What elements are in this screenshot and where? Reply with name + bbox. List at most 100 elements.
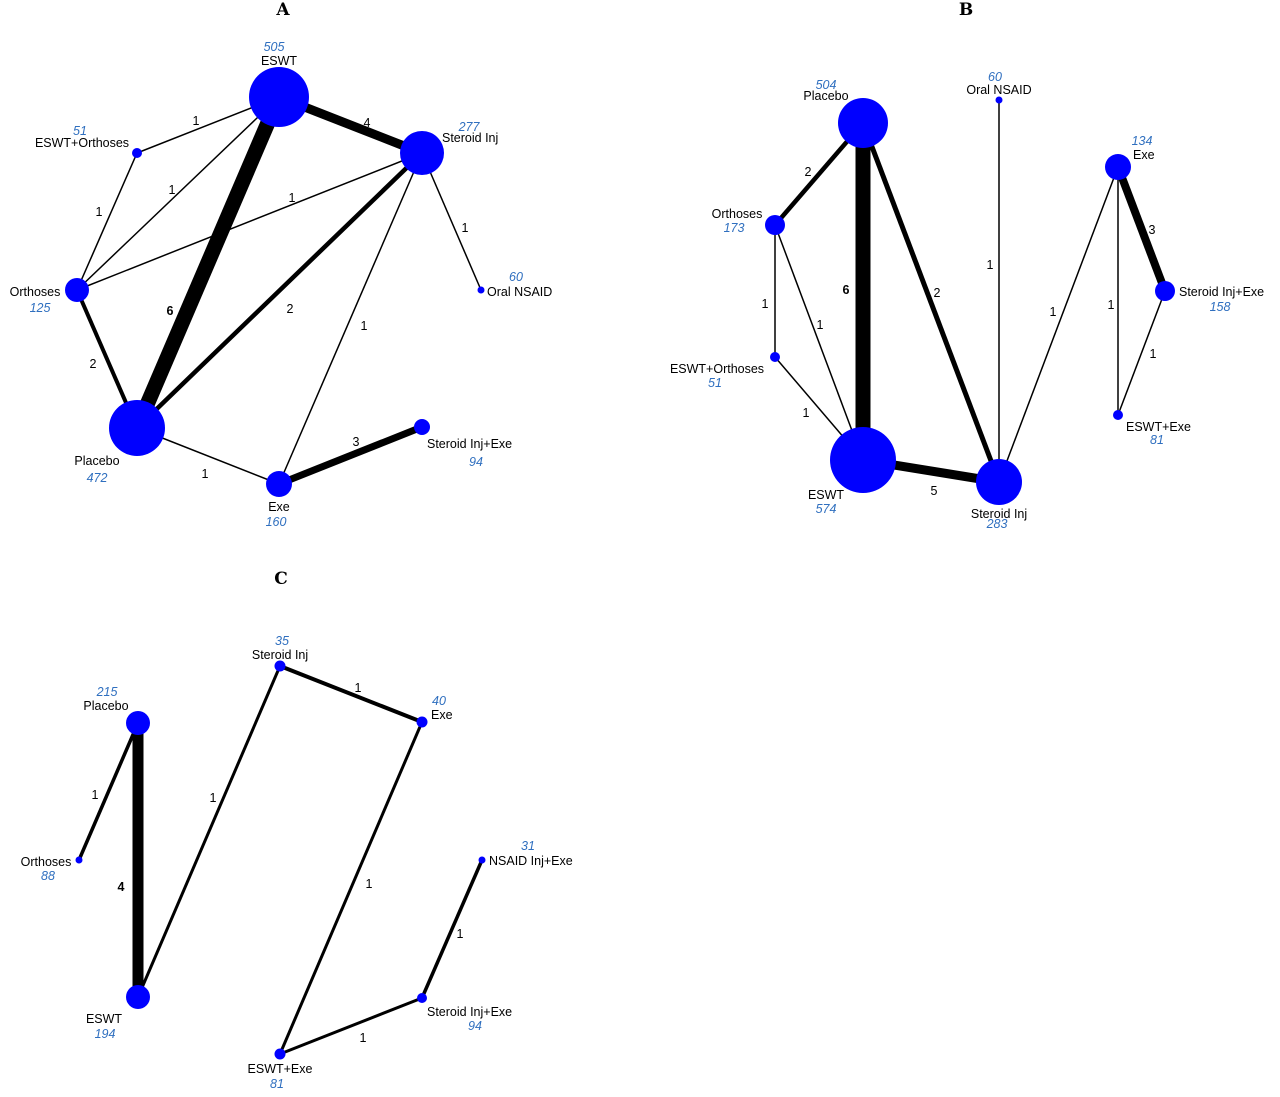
node-name-b-steroidinj: Steroid Inj [971,507,1027,521]
node-name-a-eswtorthoses: ESWT+Orthoses [35,136,129,150]
node-count-b-eswtexe: 81 [1150,433,1164,447]
edge-label-b-oralnsaid-steroidinj: 1 [987,258,994,272]
edge-a-eswt-orthoses [76,96,280,291]
node-a-oralnsaid [477,286,485,294]
edge-label-c-steroidinj-exe: 1 [355,681,362,695]
node-a-steroidinj [400,131,444,175]
edge-label-b-eswt-steroidinj: 5 [931,484,938,498]
node-count-b-steroidinjexe: 158 [1210,300,1231,314]
edge-label-a-exe-steroidinjexe: 3 [353,435,360,449]
node-c-eswt [126,985,150,1009]
node-c-steroidinj [274,660,286,672]
node-b-eswtorthoses [770,352,780,362]
node-count-c-eswt: 194 [95,1027,116,1041]
node-name-a-exe: Exe [268,500,290,514]
node-c-placebo [126,711,150,735]
node-count-a-steroidinjexe: 94 [469,455,483,469]
edge-b-exe-steroidinj [998,166,1119,483]
edge-label-a-steroidinj-oralnsaid: 1 [462,221,469,235]
node-c-orthoses [75,856,83,864]
node-a-placebo [109,400,165,456]
node-a-exe [266,471,292,497]
panel-label-b: B [959,0,973,20]
edge-label-b-placebo-orthoses: 2 [805,165,812,179]
node-count-a-placebo: 472 [87,471,108,485]
panel-label-c: C [274,569,288,589]
node-name-b-exe: Exe [1133,148,1155,162]
edge-a-steroidinj-exe [278,152,423,485]
node-count-c-steroidinj: 35 [275,634,289,648]
node-count-b-placebo: 504 [816,78,837,92]
node-c-eswtexe [274,1048,286,1060]
node-name-b-eswtorthoses: ESWT+Orthoses [670,362,764,376]
node-name-b-eswt: ESWT [808,488,844,502]
node-name-c-eswtexe: ESWT+Exe [248,1062,313,1076]
node-name-c-steroidinj: Steroid Inj [252,648,308,662]
edges-layer [75,92,1169,1056]
edge-label-c-placebo-eswt: 4 [118,880,125,894]
edge-b-exe-steroidinjexe [1114,165,1169,293]
node-name-c-steroidinjexe: Steroid Inj+Exe [427,1005,512,1019]
edge-label-a-eswt-steroidinj: 4 [364,116,371,130]
edge-label-c-exe-eswtexe: 1 [366,877,373,891]
edge-c-steroidinj-exe [279,664,423,724]
node-a-eswt [249,67,309,127]
node-c-steroidinjexe [417,993,427,1003]
node-a-steroidinjexe [414,419,430,435]
node-name-a-orthoses: Orthoses [10,285,61,299]
edge-label-a-steroidinj-placebo: 2 [287,302,294,316]
node-b-steroidinj [976,459,1022,505]
edge-label-b-orthoses-eswt: 1 [817,318,824,332]
edge-b-orthoses-eswt [774,224,864,461]
edge-c-steroidinj-eswt [136,665,282,998]
edge-a-steroidinj-oralnsaid [421,152,482,291]
edge-label-a-orthoses-steroidinj: 1 [289,191,296,205]
edge-a-steroidinj-placebo [135,151,424,430]
edge-label-b-exe-steroidinj: 1 [1050,305,1057,319]
node-a-eswtorthoses [132,148,142,158]
node-count-c-steroidinjexe: 94 [468,1019,482,1033]
node-name-b-eswtexe: ESWT+Exe [1126,420,1191,434]
node-b-eswtexe [1113,410,1123,420]
node-name-c-orthoses: Orthoses [21,855,72,869]
node-name-a-placebo: Placebo [74,454,119,468]
edge-c-steroidinjexe-eswtexe [279,996,423,1056]
node-count-a-exe: 160 [266,515,287,529]
edge-label-a-placebo-exe: 1 [202,467,209,481]
node-c-nsaidinjexe [478,856,486,864]
node-count-b-eswtorthoses: 51 [708,376,722,390]
edge-a-eswt-placebo [130,94,286,431]
node-name-b-orthoses: Orthoses [712,207,763,221]
node-count-a-eswt: 505 [264,40,285,54]
node-count-c-nsaidinjexe: 31 [521,839,535,853]
edge-label-a-steroidinj-exe: 1 [361,319,368,333]
edge-label-b-exe-steroidinjexe: 3 [1149,223,1156,237]
edge-a-orthoses-steroidinj [76,152,423,291]
edge-b-placebo-steroidinj [860,122,1002,483]
edge-c-placebo-orthoses [77,722,140,861]
edge-label-c-nsaidinjexe-steroidinjexe: 1 [457,927,464,941]
edge-label-a-eswt-orthoses: 1 [169,183,176,197]
node-b-eswt [830,427,896,493]
node-count-c-exe: 40 [432,694,446,708]
nodes-layer [65,67,1175,1060]
node-count-b-oralnsaid: 60 [988,70,1002,84]
panel-label-a: A [275,0,290,20]
node-name-b-steroidinjexe: Steroid Inj+Exe [1179,285,1264,299]
edge-label-a-orthoses-placebo: 2 [90,357,97,371]
node-count-c-placebo: 215 [96,685,118,699]
edge-c-exe-eswtexe [278,721,424,1055]
node-count-b-orthoses: 173 [724,221,745,235]
edge-label-c-placebo-orthoses: 1 [92,788,99,802]
node-b-exe [1105,154,1131,180]
node-count-a-steroidinj: 277 [458,120,481,134]
edge-label-a-eswt-placebo: 6 [167,304,174,318]
edge-label-b-orthoses-eswtorthoses: 1 [762,297,769,311]
edge-label-b-placebo-steroidinj: 2 [934,286,941,300]
node-b-orthoses [765,215,785,235]
node-name-a-steroidinjexe: Steroid Inj+Exe [427,437,512,451]
edge-label-a-eswt-eswtorthoses: 1 [193,114,200,128]
edge-a-exe-steroidinjexe [277,423,424,488]
